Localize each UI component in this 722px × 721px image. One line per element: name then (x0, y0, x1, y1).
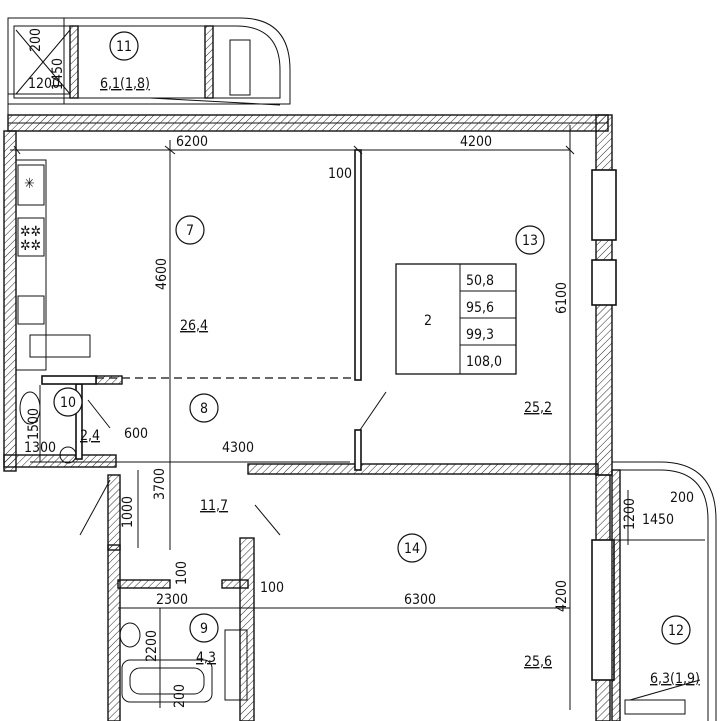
dimension-label: 6100 (554, 282, 570, 314)
dimension-label: 200 (28, 28, 44, 52)
room-area: 4,3 (196, 650, 216, 666)
room-number: 8 (200, 401, 208, 417)
dimension-label: 3700 (152, 468, 168, 500)
room-10: 10 2,4 (53, 387, 100, 444)
room-area: 26,4 (180, 318, 208, 334)
room-number: 12 (668, 623, 684, 639)
dimension-label: 600 (124, 426, 148, 442)
room-area: 25,6 (524, 654, 552, 670)
dimension-label: 1200 (28, 76, 60, 92)
svg-text:✲✲: ✲✲ (20, 224, 41, 240)
room-13: 13 25,2 (515, 225, 552, 416)
dimension-label: 1300 (24, 440, 56, 456)
dimension-label: 4200 (554, 580, 570, 612)
room-9: 9 4,3 (189, 613, 219, 666)
dimension-label: 4200 (460, 134, 492, 150)
dimension-label: 4300 (222, 440, 254, 456)
room-area: 6,1(1,8) (100, 76, 150, 92)
dimension-label: 100 (328, 166, 352, 182)
room-12: 12 6,3(1,9) (650, 615, 700, 687)
rooms-count: 2 (424, 313, 432, 329)
balcony-12 (611, 461, 717, 721)
room-area: 2,4 (80, 428, 100, 444)
svg-text:✳: ✳ (24, 176, 35, 192)
dimension-label: 1000 (120, 496, 136, 528)
room-number: 13 (522, 233, 538, 249)
dimension-lines (8, 18, 705, 710)
dimension-label: 200 (670, 490, 694, 506)
door-swings (79, 391, 387, 536)
room-number: 10 (60, 395, 76, 411)
dimension-label: 2200 (144, 630, 160, 662)
dimension-label: 2300 (156, 592, 188, 608)
room-area: 11,7 (200, 498, 228, 514)
balcony-11 (7, 17, 291, 115)
area-value: 108,0 (466, 354, 502, 370)
room-number: 9 (200, 621, 208, 637)
dimension-label: 1500 (26, 408, 42, 440)
room-area: 25,2 (524, 400, 552, 416)
dimension-label: 6300 (404, 592, 436, 608)
dimension-label: 100 (260, 580, 284, 596)
area-value: 50,8 (466, 273, 494, 289)
dimension-label: 200 (172, 684, 188, 708)
dimension-label: 1450 (642, 512, 674, 528)
dimension-label: 6200 (176, 134, 208, 150)
bathroom-fixtures (119, 622, 248, 703)
dimension-labels: 6200 4200 100 4600 6100 4300 1500 1300 6… (24, 28, 694, 708)
room-7: 7 26,4 (175, 215, 208, 334)
exterior-walls (3, 114, 617, 721)
room-area: 6,3(1,9) (650, 671, 700, 687)
room-8: 8 11,7 (189, 393, 228, 514)
dimension-label: 100 (174, 561, 190, 585)
room-number: 14 (404, 541, 420, 557)
svg-text:✲✲: ✲✲ (20, 238, 41, 254)
area-value: 99,3 (466, 327, 494, 343)
dimension-label: 4600 (154, 258, 170, 290)
apartment-summary-table: 2 50,8 95,6 99,3 108,0 (395, 263, 517, 375)
area-value: 95,6 (466, 300, 494, 316)
room-14: 14 25,6 (397, 533, 552, 670)
dimension-label: 1200 (622, 498, 638, 530)
room-11: 11 6,1(1,8) (100, 31, 150, 92)
kitchen-units: ✳ ✲✲ ✲✲ (15, 159, 91, 371)
dimension-label: 1450 (50, 58, 66, 90)
room-number: 11 (116, 39, 132, 55)
room-number: 7 (186, 223, 194, 239)
